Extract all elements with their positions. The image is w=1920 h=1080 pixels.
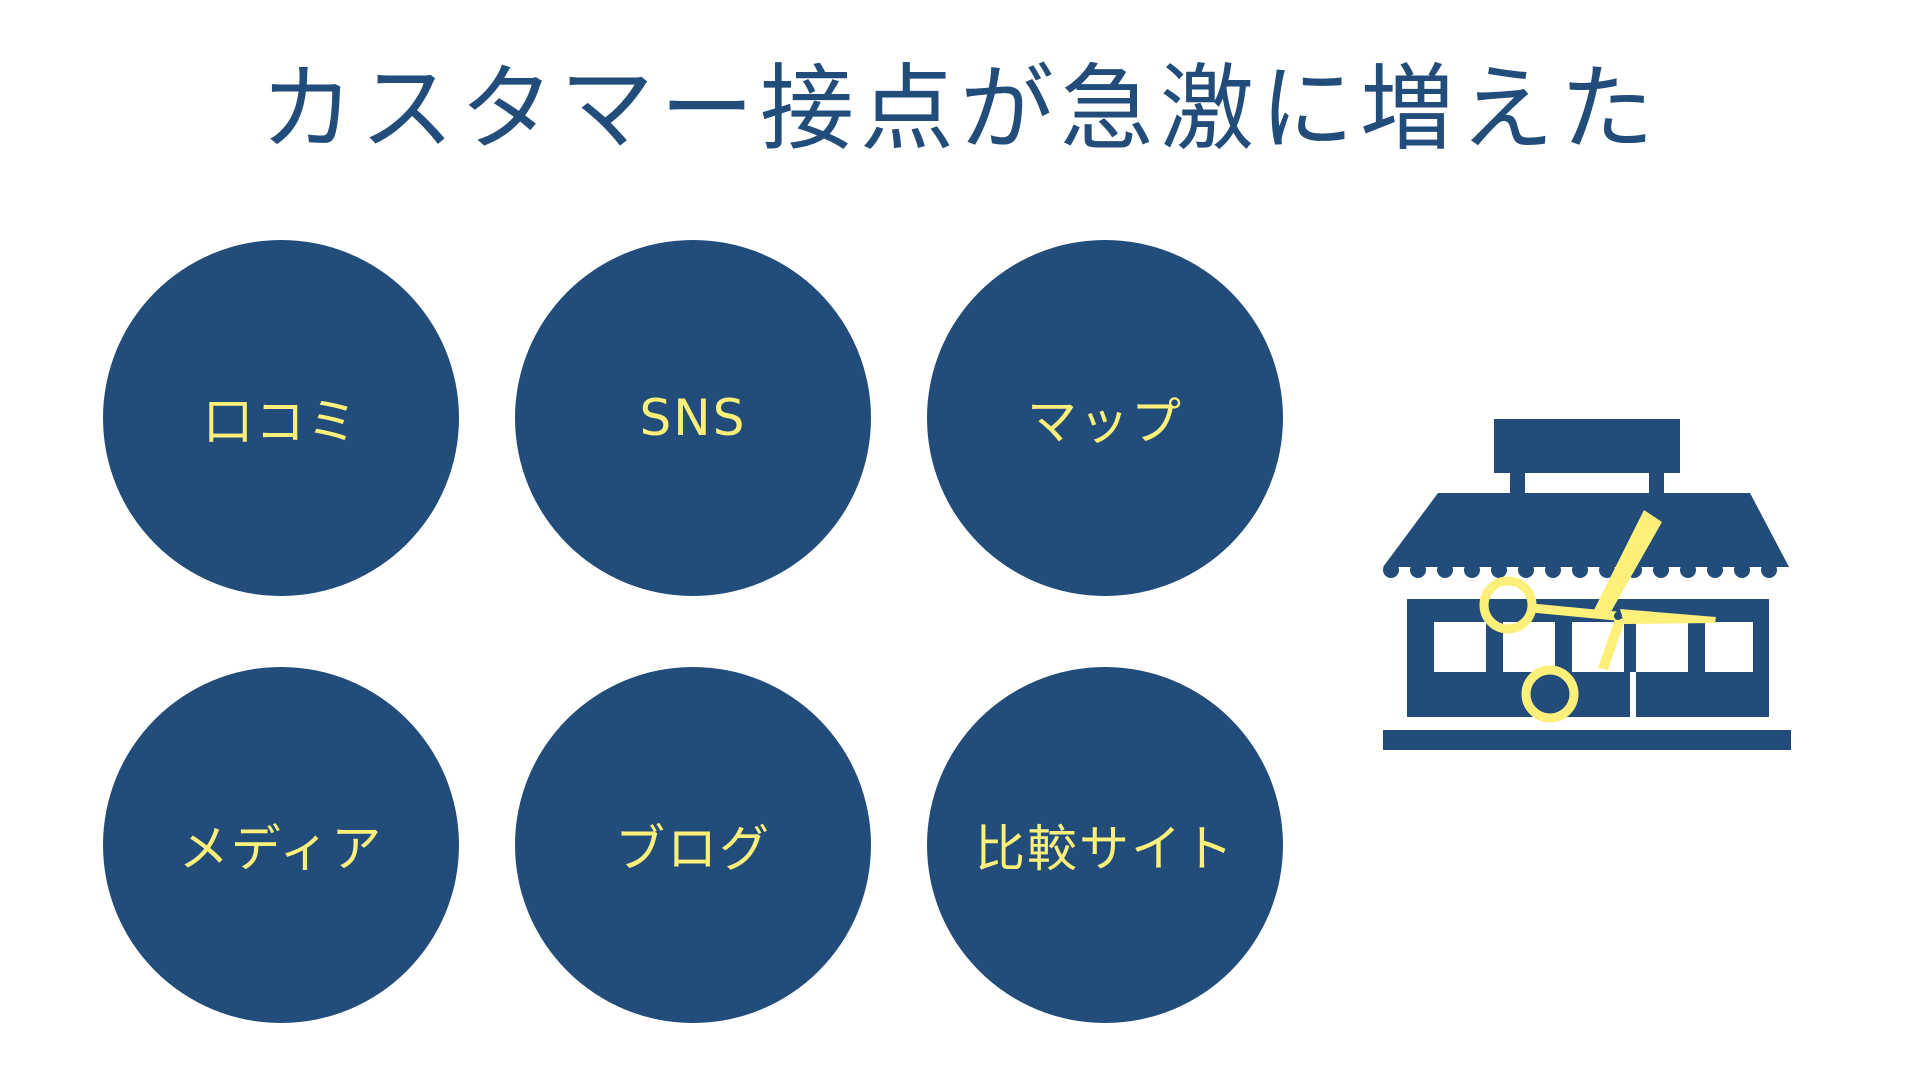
- storefront-illustration: [1372, 412, 1792, 762]
- channel-circle-comparison-site: 比較サイト: [927, 667, 1283, 1023]
- channel-label: メディア: [178, 820, 384, 878]
- channel-circle-kuchikomi: 口コミ: [103, 240, 459, 596]
- scissors-icon: [1479, 510, 1716, 723]
- channel-circle-map: マップ: [927, 240, 1283, 596]
- slide-title: カスタマー接点が急激に増えた: [259, 55, 1660, 164]
- channel-label: 比較サイト: [975, 820, 1235, 878]
- storefront-icon: [1383, 419, 1791, 750]
- channel-label: SNS: [639, 389, 747, 447]
- channel-label: マップ: [1027, 393, 1183, 451]
- channel-circle-sns: SNS: [515, 240, 871, 596]
- channel-circle-blog: ブログ: [515, 667, 871, 1023]
- channel-label: ブログ: [615, 820, 771, 878]
- channel-circle-media: メディア: [103, 667, 459, 1023]
- channel-label: 口コミ: [203, 393, 359, 451]
